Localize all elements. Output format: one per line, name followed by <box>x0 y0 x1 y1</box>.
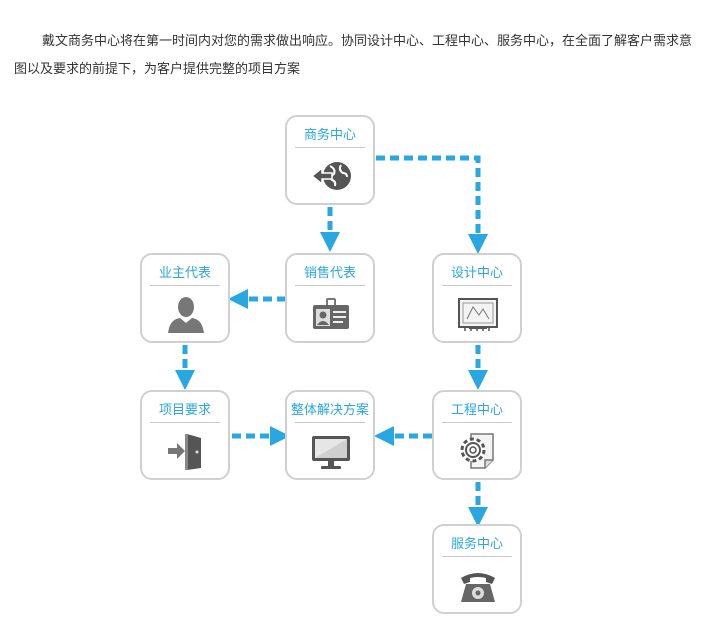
divider <box>295 422 365 423</box>
divider <box>442 422 512 423</box>
node-label: 服务中心 <box>450 537 503 552</box>
intro-paragraph: 戴文商务中心将在第一时间内对您的需求做出响应。协同设计中心、工程中心、服务中心，… <box>14 34 693 77</box>
node-design-center: 设计中心 <box>432 253 522 343</box>
divider <box>150 422 220 423</box>
globe-arrows-icon <box>310 162 351 190</box>
node-label: 销售代表 <box>303 266 356 281</box>
divider <box>442 556 512 557</box>
node-business-center: 商务中心 <box>285 115 375 205</box>
monitor-icon <box>312 436 350 469</box>
user-silhouette-icon <box>168 297 204 333</box>
node-label: 项目要求 <box>158 403 211 418</box>
node-overall-solution: 整体解决方案 <box>285 390 375 480</box>
divider <box>150 285 220 286</box>
node-service-center: 服务中心 <box>432 524 522 614</box>
divider <box>442 285 512 286</box>
node-sales-rep: 销售代表 <box>285 253 375 343</box>
telephone-icon <box>461 573 495 602</box>
door-enter-icon <box>168 434 201 470</box>
divider <box>295 285 365 286</box>
node-owner-rep: 业主代表 <box>140 253 230 343</box>
node-label: 设计中心 <box>450 266 503 281</box>
node-label: 工程中心 <box>450 403 503 418</box>
node-engineering-center: 工程中心 <box>432 390 522 480</box>
arrow-business-to-design <box>376 155 488 254</box>
blueprint-icon <box>458 298 498 331</box>
gear-document-icon <box>460 433 494 469</box>
divider <box>295 147 365 148</box>
node-label: 整体解决方案 <box>290 403 369 418</box>
node-label: 商务中心 <box>303 128 356 143</box>
id-badge-icon <box>313 298 349 329</box>
node-project-requirements: 项目要求 <box>140 390 230 480</box>
node-label: 业主代表 <box>158 266 211 281</box>
